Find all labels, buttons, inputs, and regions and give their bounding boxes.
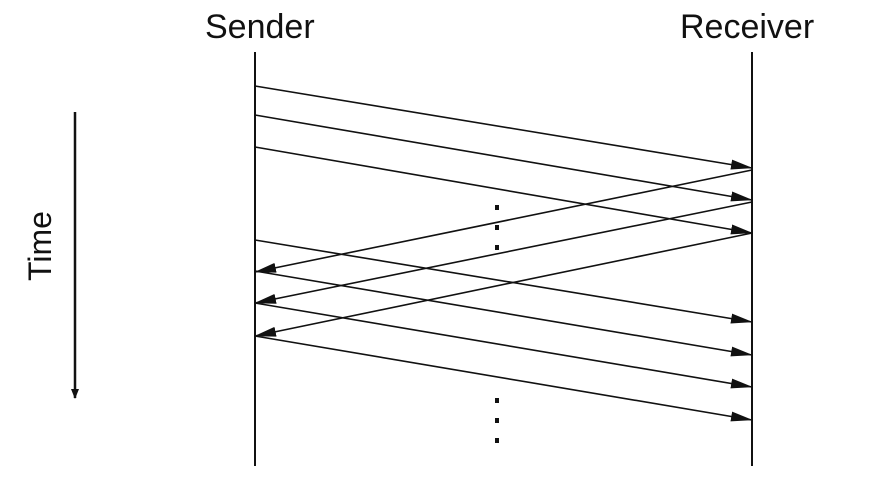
data-message-arrow <box>254 302 753 389</box>
data-message-arrow <box>254 85 753 170</box>
data-message-arrow <box>254 270 753 357</box>
continuation-ellipsis-upper <box>495 205 499 250</box>
data-message-arrow <box>254 239 753 324</box>
ack-message-arrow <box>254 201 753 304</box>
data-message-arrow <box>254 114 753 202</box>
receiver-label: Receiver <box>680 8 815 46</box>
data-message-arrow <box>254 335 753 422</box>
data-message-arrow <box>254 146 753 235</box>
ack-message-arrow <box>254 232 753 337</box>
ack-message-arrow <box>254 169 753 273</box>
sender-label: Sender <box>205 8 315 46</box>
continuation-ellipsis-lower <box>495 398 499 443</box>
